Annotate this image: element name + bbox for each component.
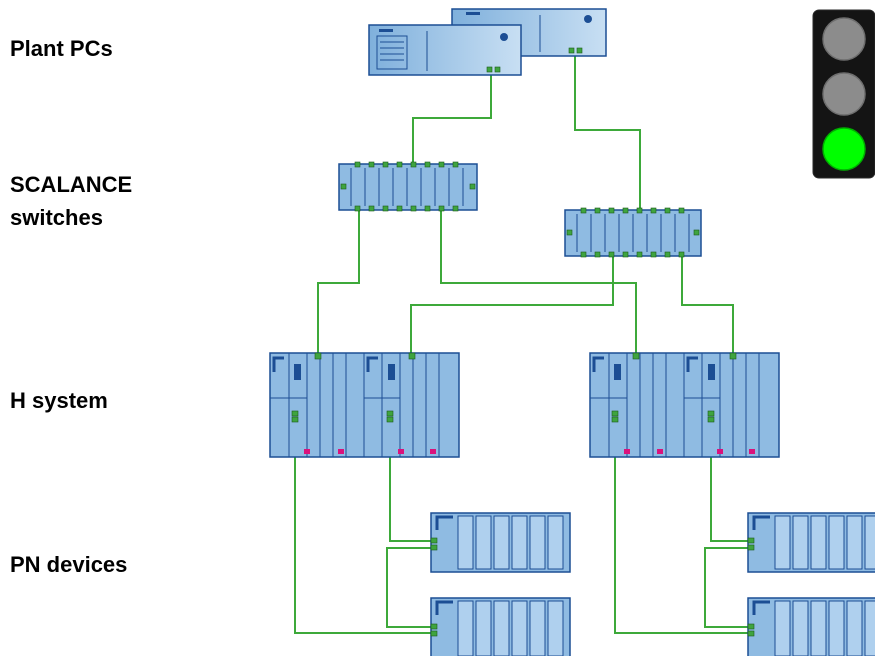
link-pc1-switch1 [412,72,492,164]
label-scalance-switches: SCALANCE switches [10,168,132,234]
traffic-light-lamp-bottom [822,127,866,171]
pn-device-right-bottom [747,597,875,656]
link-pn-top-pn-bottom [386,547,431,628]
link-switch2-h2cpu2 [681,254,734,355]
link-h2cpu1-pn-bottom [614,421,748,634]
label-h-system: H system [10,388,108,413]
scalance-switch-2 [564,207,702,258]
scalance-switch-1 [338,161,478,212]
label-pn-devices: PN devices [10,552,128,577]
link-switch2-h1cpu2 [410,254,614,355]
label-scalance-line1: SCALANCE [10,172,133,197]
pn-device-left-bottom [430,597,571,656]
link-h1cpu1-pn-bottom [294,421,431,634]
link-pn-top-pn-bottom-right [704,547,748,628]
link-h2cpu2-pn-top [710,421,748,542]
h-system-2 [589,352,780,458]
pn-device-left-top [430,512,571,573]
link-pc2-switch2 [574,55,641,210]
traffic-light-lamp-middle [822,72,866,116]
traffic-light [812,9,875,179]
label-scalance-line2: switches [10,205,103,230]
network-links [294,55,748,634]
plant-pc-front [368,24,522,76]
traffic-light-lamp-top [822,17,866,61]
link-switch1-h1cpu1 [317,208,360,355]
h-system-1 [269,352,460,458]
pn-device-right-top [747,512,875,573]
label-plant-pcs: Plant PCs [10,36,113,61]
link-h1cpu2-pn-top [389,421,431,542]
link-switch1-h2cpu1 [440,208,637,355]
